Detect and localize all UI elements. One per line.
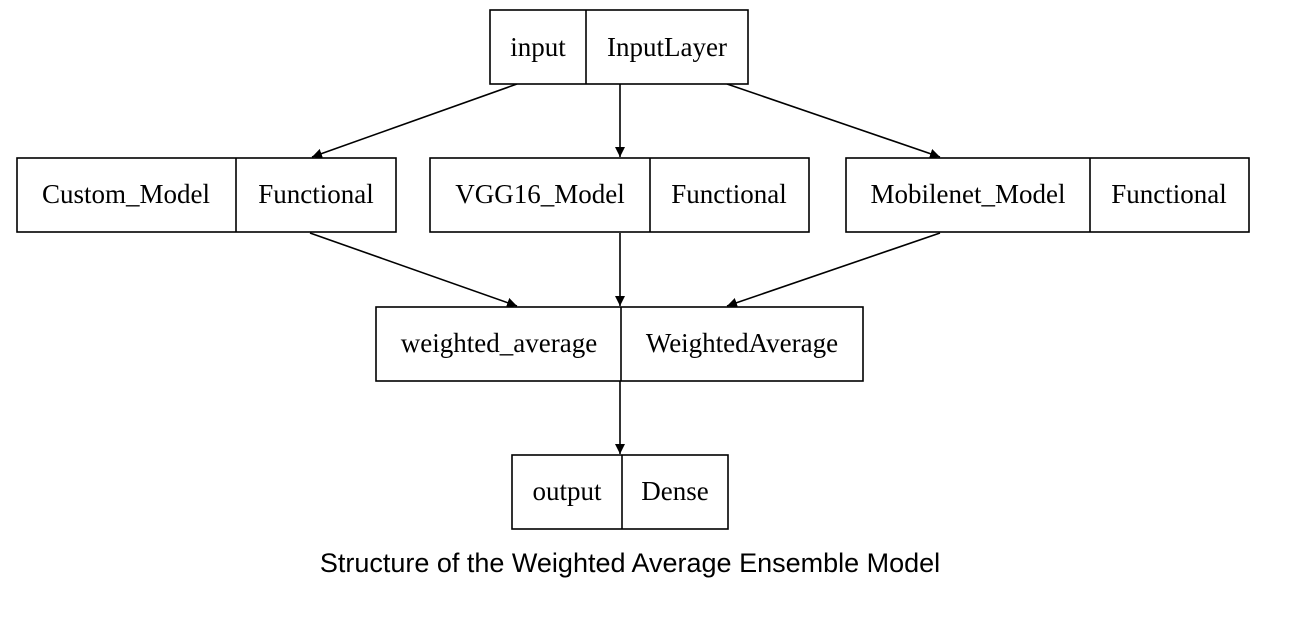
node-mobilenet-model-box	[845, 157, 1250, 233]
node-weighted-average-box	[375, 306, 864, 382]
node-vgg16-model-box	[429, 157, 810, 233]
node-input-box	[489, 9, 749, 85]
node-custom-model: Custom_Model Functional	[16, 157, 397, 233]
node-input-type: InputLayer	[607, 32, 727, 62]
node-vgg16-model-name: VGG16_Model	[455, 179, 625, 209]
node-vgg16-model: VGG16_Model Functional	[429, 157, 810, 233]
node-custom-model-name: Custom_Model	[42, 179, 210, 209]
node-custom-model-type: Functional	[258, 179, 374, 209]
edge-custom-model-to-weighted-average	[309, 232, 518, 308]
node-input-name: input	[510, 32, 566, 62]
node-weighted-average-name: weighted_average	[401, 328, 597, 358]
edge-input-to-mobilenet-model	[726, 83, 941, 159]
figure-caption: Structure of the Weighted Average Ensemb…	[319, 548, 941, 578]
edge-mobilenet-model-to-weighted-average	[726, 232, 941, 308]
node-mobilenet-model-name: Mobilenet_Model	[871, 179, 1066, 209]
node-mobilenet-model-type: Functional	[1111, 179, 1227, 209]
edges	[309, 83, 941, 454]
node-vgg16-model-type: Functional	[671, 179, 787, 209]
node-output: output Dense	[511, 454, 729, 530]
node-output-type: Dense	[641, 476, 708, 506]
node-weighted-average: weighted_average WeightedAverage	[375, 306, 864, 382]
node-mobilenet-model: Mobilenet_Model Functional	[845, 157, 1250, 233]
node-output-name: output	[532, 476, 602, 506]
node-custom-model-box	[16, 157, 397, 233]
node-input: input InputLayer	[489, 9, 749, 85]
node-weighted-average-type: WeightedAverage	[646, 328, 838, 358]
edge-input-to-custom-model	[311, 83, 518, 159]
node-output-box	[511, 454, 729, 530]
